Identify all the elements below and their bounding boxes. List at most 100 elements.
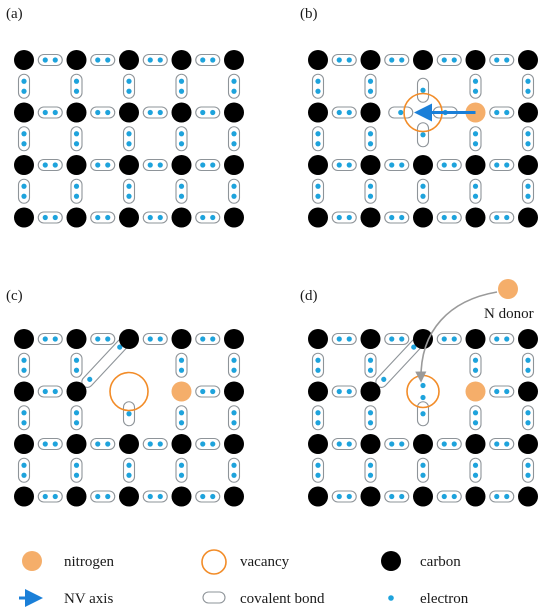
electron-dot xyxy=(157,441,163,447)
carbon-atom xyxy=(413,50,433,70)
covalent-bond xyxy=(384,332,410,346)
electron-dot xyxy=(105,441,111,447)
electron-dot xyxy=(472,357,479,363)
electron-dot xyxy=(126,462,132,468)
electron-dot xyxy=(147,493,153,500)
bond-outline xyxy=(469,457,482,483)
carbon-atom xyxy=(518,155,538,175)
electron-dot xyxy=(21,420,27,426)
electron-dot xyxy=(231,462,237,468)
bond-outline xyxy=(521,405,535,431)
bond-outline xyxy=(122,73,136,99)
electron-dot xyxy=(178,78,185,84)
covalent-bond xyxy=(364,352,377,378)
electron-dot xyxy=(441,441,447,447)
bond-outline xyxy=(175,405,188,431)
electron-dot xyxy=(346,493,352,500)
carbon-atom xyxy=(171,102,192,123)
electron-dot xyxy=(178,367,185,373)
covalent-bond xyxy=(122,126,136,152)
electron-dot xyxy=(210,109,216,116)
electron-dot xyxy=(367,183,374,189)
carbon-atom xyxy=(360,50,381,70)
electron-dot xyxy=(95,109,101,116)
electron-dot xyxy=(336,109,342,116)
electron-dot xyxy=(231,367,237,373)
electron-dot xyxy=(52,388,58,395)
electron-dot xyxy=(73,183,80,189)
covalent-bond xyxy=(142,211,168,224)
electron-dot xyxy=(73,78,80,84)
bond-outline xyxy=(436,332,462,346)
electron-dot xyxy=(105,336,111,342)
electron-dot xyxy=(472,410,479,416)
carbon-atom xyxy=(14,102,34,123)
panel-b: (b) xyxy=(300,6,538,228)
electron-dot xyxy=(95,214,101,221)
bond-outline xyxy=(331,106,357,119)
covalent-bond xyxy=(436,211,462,224)
electron-dot xyxy=(231,141,237,147)
electron-dot xyxy=(367,88,374,94)
covalent-bond xyxy=(331,385,357,398)
covalent-bond xyxy=(37,437,63,451)
bond-outline xyxy=(175,73,188,99)
electron-dot xyxy=(200,214,206,221)
carbon-atom xyxy=(308,207,328,228)
electron-dot xyxy=(336,493,342,500)
electron-dot xyxy=(367,131,374,137)
electron-dot xyxy=(126,411,132,417)
electron-dot xyxy=(21,367,27,373)
covalent-bond xyxy=(384,53,410,67)
legend-electron-label: electron xyxy=(420,591,469,607)
vacancy-circle xyxy=(109,371,149,412)
electron-dot xyxy=(504,109,510,116)
bond-outline xyxy=(469,73,482,99)
electron-dot xyxy=(210,214,216,221)
covalent-bond xyxy=(469,352,482,378)
covalent-bond xyxy=(227,405,241,431)
carbon-atom xyxy=(66,102,87,123)
bond-outline xyxy=(227,73,241,99)
electron-dot xyxy=(494,162,500,168)
carbon-atom xyxy=(14,329,34,349)
carbon-atom xyxy=(360,207,381,228)
carbon-atom xyxy=(119,434,139,454)
electron-dot xyxy=(315,367,321,373)
bond-outline xyxy=(122,457,136,483)
electron-dot xyxy=(504,441,510,447)
carbon-atom xyxy=(413,486,433,507)
covalent-bond xyxy=(70,457,83,483)
covalent-bond xyxy=(195,106,221,119)
electron-dot xyxy=(178,193,185,199)
covalent-bond xyxy=(70,126,83,152)
bond-outline xyxy=(416,457,430,483)
n-donor-label: N donor xyxy=(484,306,534,322)
covalent-bond xyxy=(469,457,482,483)
electron-dot xyxy=(105,57,111,63)
electron-dot xyxy=(525,141,531,147)
covalent-bond xyxy=(17,126,31,152)
electron-dot xyxy=(367,78,374,84)
electron-dot xyxy=(87,376,93,382)
electron-dot xyxy=(200,162,206,168)
carbon-atom xyxy=(119,207,139,228)
bond-outline xyxy=(175,352,188,378)
carbon-atom xyxy=(66,50,87,70)
electron-dot xyxy=(494,57,500,63)
bond-outline xyxy=(331,211,357,224)
carbon-atom xyxy=(119,50,139,70)
covalent-bond xyxy=(489,490,515,503)
electron-dot xyxy=(346,109,352,116)
panel-label: (a) xyxy=(6,6,23,22)
bond-outline xyxy=(416,178,430,204)
electron-dot xyxy=(73,131,80,137)
electron-dot xyxy=(399,214,405,221)
covalent-bond xyxy=(436,158,462,172)
electron-dot xyxy=(399,441,405,447)
electron-dot xyxy=(178,472,185,478)
bond-outline xyxy=(90,490,116,503)
electron-dot xyxy=(494,214,500,221)
electron-dot xyxy=(105,109,111,116)
bond-outline xyxy=(227,352,241,378)
